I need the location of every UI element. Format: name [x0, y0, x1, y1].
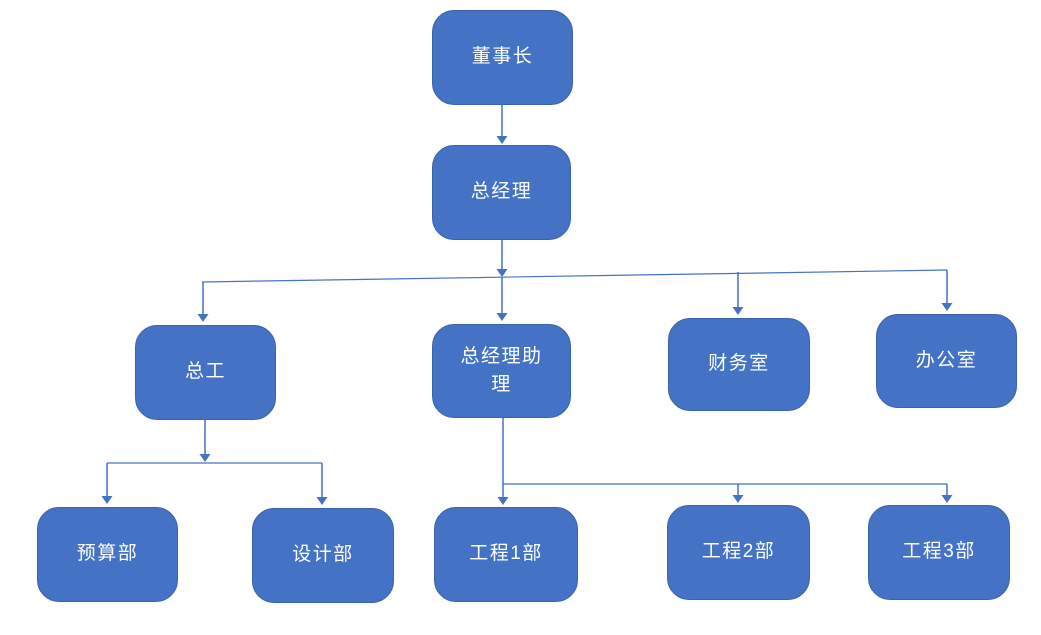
edge-rail-eng3 [941, 484, 953, 503]
edge-gmassist-eng1 [497, 418, 947, 505]
edge-chairman-gm [496, 104, 508, 144]
org-node-general-manager[interactable]: 总经理 [432, 145, 571, 240]
edge-rail-eng2 [732, 484, 744, 503]
org-node-label: 总经理 [470, 181, 533, 203]
org-node-design-dept[interactable]: 设计部 [252, 508, 394, 603]
edge-rail-office [941, 270, 953, 311]
org-node-engineering-dept-2[interactable]: 工程2部 [667, 505, 810, 600]
org-node-label: 总经理助理 [460, 345, 543, 396]
org-node-label: 工程3部 [902, 541, 976, 563]
org-node-budget-dept[interactable]: 预算部 [37, 507, 178, 602]
edge-chiefeng-rail [107, 420, 322, 464]
edge-rail-design [316, 463, 328, 505]
org-node-label: 工程1部 [469, 543, 543, 565]
edge-rail-budget [101, 463, 113, 504]
edge-rail-finance [732, 272, 744, 315]
org-node-label: 总工 [184, 361, 226, 383]
edge-rail-chiefeng [197, 282, 209, 322]
org-node-admin-office[interactable]: 办公室 [876, 314, 1017, 408]
org-node-gm-assistant[interactable]: 总经理助理 [432, 324, 571, 418]
org-node-finance-office[interactable]: 财务室 [668, 318, 810, 411]
org-node-label: 预算部 [76, 543, 139, 565]
org-node-label: 设计部 [292, 544, 354, 566]
edge-gm-rail [201, 240, 948, 283]
org-node-label: 工程2部 [701, 541, 776, 563]
org-node-label: 办公室 [915, 349, 978, 371]
org-node-engineering-dept-3[interactable]: 工程3部 [868, 505, 1010, 600]
org-node-label: 董事长 [471, 46, 534, 68]
org-node-chief-engineer[interactable]: 总工 [135, 325, 276, 420]
org-node-label: 财务室 [708, 353, 770, 375]
org-node-chairman[interactable]: 董事长 [432, 10, 573, 105]
org-node-engineering-dept-1[interactable]: 工程1部 [434, 507, 578, 602]
edge-rail-gmassist [496, 277, 508, 321]
